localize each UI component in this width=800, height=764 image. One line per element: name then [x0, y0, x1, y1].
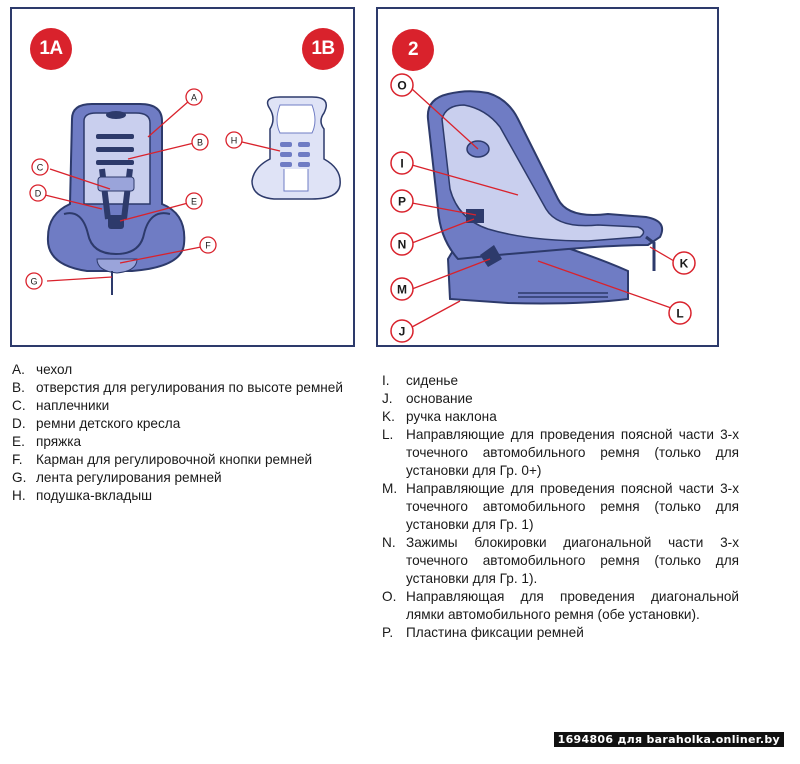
figure-1-panel: 1A 1B [10, 7, 355, 347]
legend-item: F. Карман для регулировочной кнопки ремне… [12, 451, 364, 469]
legend-text: пряжка [36, 434, 82, 449]
legend-key: N. [382, 535, 396, 550]
callout-d: D [35, 189, 42, 199]
legend-text: Пластина фиксации ремней [406, 625, 584, 640]
watermark: 1694806 для baraholka.onliner.by [553, 732, 784, 747]
callout-c: C [37, 163, 44, 173]
legend-text: ремни детского кресла [36, 416, 181, 431]
callout-n: N [398, 238, 407, 252]
legend-text: Зажимы блокировки диагональной части 3-х… [406, 535, 739, 586]
callout-g: G [30, 277, 37, 287]
legend-text: ручка наклона [406, 409, 497, 424]
legend-item: E. пряжка [12, 433, 364, 451]
legend-key: H. [12, 488, 26, 503]
seat-side-illustration: O I P N M J K L [390, 73, 696, 343]
legend-key: E. [12, 434, 25, 449]
callout-b: B [197, 138, 203, 148]
cushion-1b-drawing [251, 96, 341, 200]
legend-key: L. [382, 427, 394, 442]
legend-text: наплечники [36, 398, 110, 413]
legend-item: G. лента регулирования ремней [12, 469, 364, 487]
callout-a: A [191, 93, 197, 103]
legend-key: O. [382, 589, 397, 604]
legend-key: G. [12, 470, 27, 485]
callout-f: F [205, 241, 211, 251]
badge-1a: 1A [30, 28, 72, 70]
legend-text: Направляющие для проведения поясной част… [406, 427, 739, 478]
legend-text: Направляющие для проведения поясной част… [406, 481, 739, 532]
badge-2: 2 [392, 29, 434, 71]
seat-front-illustration: A B C D E F G H [25, 88, 341, 295]
badge-1b: 1B [302, 28, 344, 70]
legend-text: чехол [36, 362, 73, 377]
legend-key: D. [12, 416, 26, 431]
legend-key: P. [382, 625, 394, 640]
legend-text: подушка-вкладыш [36, 488, 153, 503]
callout-l: L [676, 307, 683, 321]
legend-key: B. [12, 380, 25, 395]
callout-o: O [397, 79, 406, 93]
legend-text: сиденье [406, 373, 459, 388]
legend-text: основание [406, 391, 473, 406]
legend-item: I. сиденье [382, 372, 739, 390]
callout-j: J [399, 325, 406, 339]
legend-key: M. [382, 481, 398, 496]
legend-text: Карман для регулировочной кнопки ремней [36, 452, 313, 467]
legend-item: C. наплечники [12, 397, 364, 415]
callouts-1a: A B C D E F G [25, 88, 217, 290]
legend-item: M. Направляющие для проведения поясной ча… [382, 480, 739, 534]
legend-key: J. [382, 391, 393, 406]
legend-item: J. основание [382, 390, 739, 408]
callout-k: K [680, 257, 689, 271]
figure-2-panel: 2 [376, 7, 719, 347]
seat-1a-drawing [46, 103, 186, 295]
legend-key: C. [12, 398, 26, 413]
legend-key: I. [382, 373, 390, 388]
legend-item: B. отверстия для регулирования по высоте … [12, 379, 364, 397]
callouts-2: O I P N M J K L [390, 73, 696, 343]
legend-text: отверстия для регулирования по высоте ре… [36, 380, 343, 395]
legend-item: N. Зажимы блокировки диагональной части 3… [382, 534, 739, 588]
legend-item: L. Направляющие для проведения поясной ча… [382, 426, 739, 480]
legend-item: O. Направляющая для проведения диагональн… [382, 588, 739, 624]
callout-i: I [400, 157, 403, 171]
legend-text: Направляющая для проведения диагональной… [406, 589, 739, 622]
callout-h: H [231, 136, 238, 146]
legend-item: A. чехол [12, 361, 364, 379]
callout-e: E [191, 197, 197, 207]
callout-m: M [397, 283, 407, 297]
callout-p: P [398, 195, 406, 209]
legend-item: P. Пластина фиксации ремней [382, 624, 739, 642]
legend-key: K. [382, 409, 395, 424]
legend-item: D. ремни детского кресла [12, 415, 364, 433]
legend-text: лента регулирования ремней [36, 470, 222, 485]
seat-side-drawing [426, 90, 664, 305]
legend-key: F. [12, 452, 23, 467]
legend-item: H. подушка-вкладыш [12, 487, 364, 505]
legend-key: A. [12, 362, 25, 377]
legend-item: K. ручка наклона [382, 408, 739, 426]
